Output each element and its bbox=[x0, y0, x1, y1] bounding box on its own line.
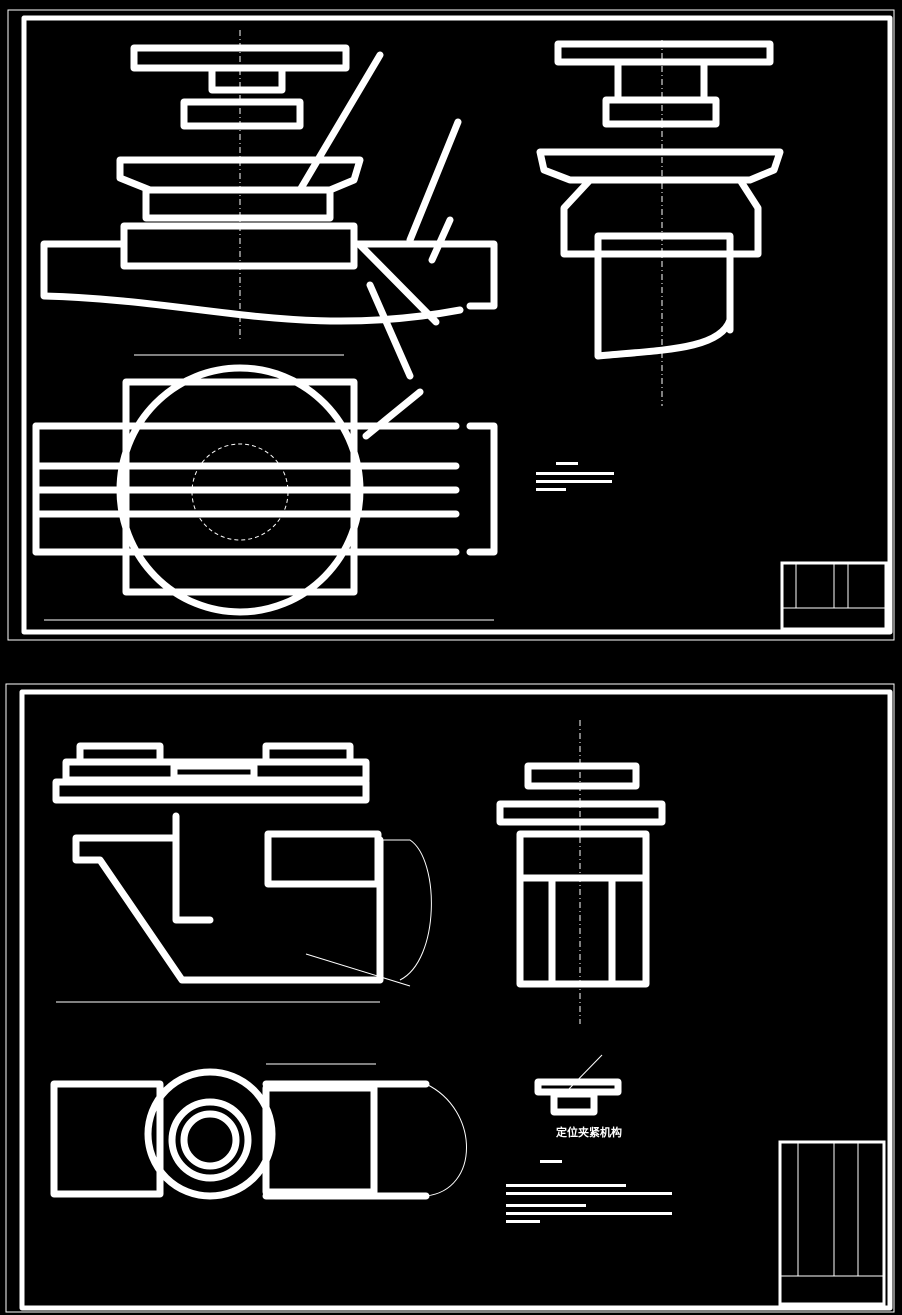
front-view-2 bbox=[52, 742, 432, 1003]
title-block-2 bbox=[778, 1140, 886, 1306]
top-view-2 bbox=[50, 1063, 467, 1200]
top-view-1 bbox=[32, 354, 498, 621]
clamping-detail bbox=[534, 1054, 622, 1116]
sheet-1 bbox=[7, 9, 895, 641]
side-view-1 bbox=[536, 40, 784, 406]
sheet-2 bbox=[5, 683, 895, 1313]
title-block-1 bbox=[780, 561, 888, 631]
side-view-2 bbox=[496, 720, 666, 1024]
front-view-1 bbox=[40, 30, 498, 380]
technical-notes-2 bbox=[506, 1160, 672, 1223]
detail-caption: 定位夹紧机构 bbox=[556, 1126, 622, 1139]
technical-notes-1 bbox=[536, 462, 614, 491]
